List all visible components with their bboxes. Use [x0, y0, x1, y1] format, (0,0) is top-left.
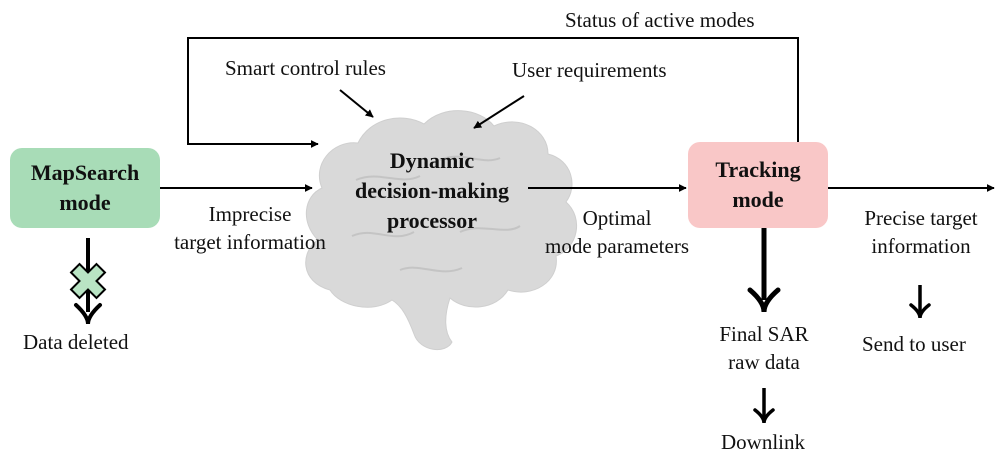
tracking-mode-label: Tracking mode [715, 155, 800, 215]
mapsearch-mode-box: MapSearch mode [10, 148, 160, 228]
smart-rules-arrow [339, 89, 374, 118]
smart-rules-label: Smart control rules [225, 56, 386, 80]
optimal-line1: Optimal [582, 206, 652, 230]
final-sar-label: Final SAR raw data [694, 320, 834, 376]
tracking-mode-box: Tracking mode [688, 142, 828, 228]
feedback-loop-line [187, 37, 799, 160]
precise-label: Precise target information [846, 204, 996, 260]
user-req-arrow [473, 95, 525, 129]
downlink-label: Downlink [721, 430, 805, 454]
processor-line3: processor [386, 208, 478, 233]
processor-line2: decision-making [354, 178, 510, 203]
downlink-arrow [753, 388, 775, 424]
precise-line2: information [871, 234, 971, 258]
precise-line1: Precise target [864, 206, 978, 230]
cross-icon [69, 262, 107, 300]
send-to-user-label: Send to user [862, 332, 966, 356]
imprecise-label: Imprecise target information [150, 200, 350, 256]
mapsearch-line1: MapSearch [30, 160, 140, 185]
optimal-label: Optimal mode parameters [522, 204, 712, 260]
processor-label: Dynamic decision-making processor [344, 146, 520, 236]
imprecise-line2: target information [174, 230, 326, 254]
mapsearch-mode-label: MapSearch mode [31, 158, 139, 218]
final-sar-line1: Final SAR [719, 322, 809, 346]
send-to-user-arrow [909, 285, 931, 319]
tracking-down-arrow [747, 226, 781, 313]
tracking-line1: Tracking [715, 157, 801, 182]
processor-line1: Dynamic [389, 148, 475, 173]
brain-icon [305, 110, 577, 350]
status-label: Status of active modes [565, 8, 755, 32]
user-requirements-label: User requirements [512, 58, 667, 82]
optimal-line2: mode parameters [544, 234, 690, 258]
tracking-line2: mode [732, 187, 784, 212]
final-sar-line2: raw data [728, 350, 800, 374]
data-deleted-label: Data deleted [23, 330, 129, 354]
imprecise-line1: Imprecise [208, 202, 292, 226]
mapsearch-line2: mode [59, 190, 111, 215]
